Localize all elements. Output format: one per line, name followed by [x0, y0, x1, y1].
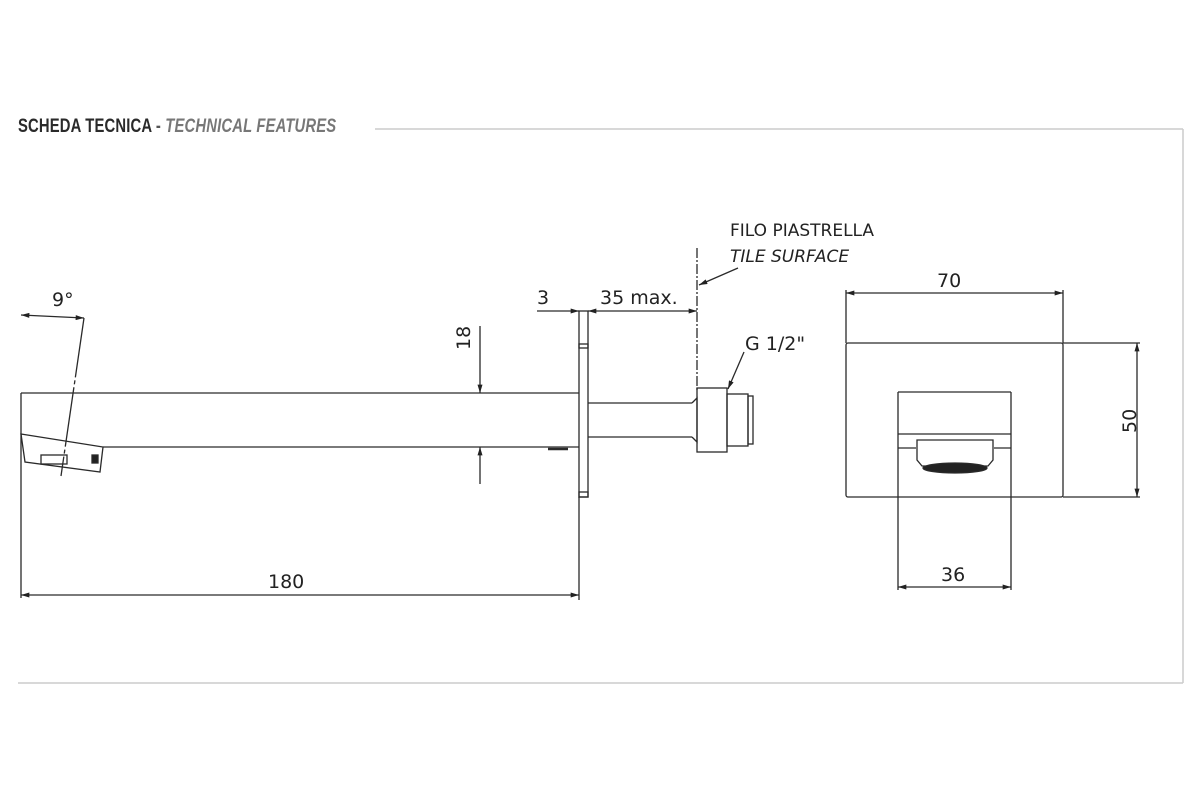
- page-frame: [18, 128, 1184, 684]
- wall-plate: [578, 310, 589, 498]
- tile-surface-label-en: TILE SURFACE: [730, 247, 849, 267]
- length-label: 180: [268, 571, 304, 593]
- section-title: SCHEDA TECNICA - TECHNICAL FEATURES: [18, 116, 336, 138]
- front-height-label: 50: [1119, 409, 1141, 433]
- angle-label: 9°: [52, 289, 74, 311]
- spout-side-view: [20, 392, 579, 598]
- front-width-label: 70: [937, 270, 961, 292]
- depth-dimensions: [537, 248, 745, 390]
- connection-pipe: [588, 387, 754, 453]
- title-separator: -: [155, 116, 162, 137]
- front-view: [845, 290, 1140, 590]
- angle-dimension: [20, 312, 85, 477]
- title-english: TECHNICAL FEATURES: [165, 116, 337, 137]
- spout-width-label: 36: [941, 564, 965, 586]
- title-italian: SCHEDA TECNICA: [18, 116, 152, 137]
- tile-surface-label-it: FILO PIASTRELLA: [730, 221, 874, 241]
- height-label: 18: [453, 326, 475, 350]
- thread-label: G 1/2": [745, 333, 805, 355]
- max-depth-label: 35 max.: [600, 287, 678, 309]
- plate-thickness-label: 3: [537, 287, 549, 309]
